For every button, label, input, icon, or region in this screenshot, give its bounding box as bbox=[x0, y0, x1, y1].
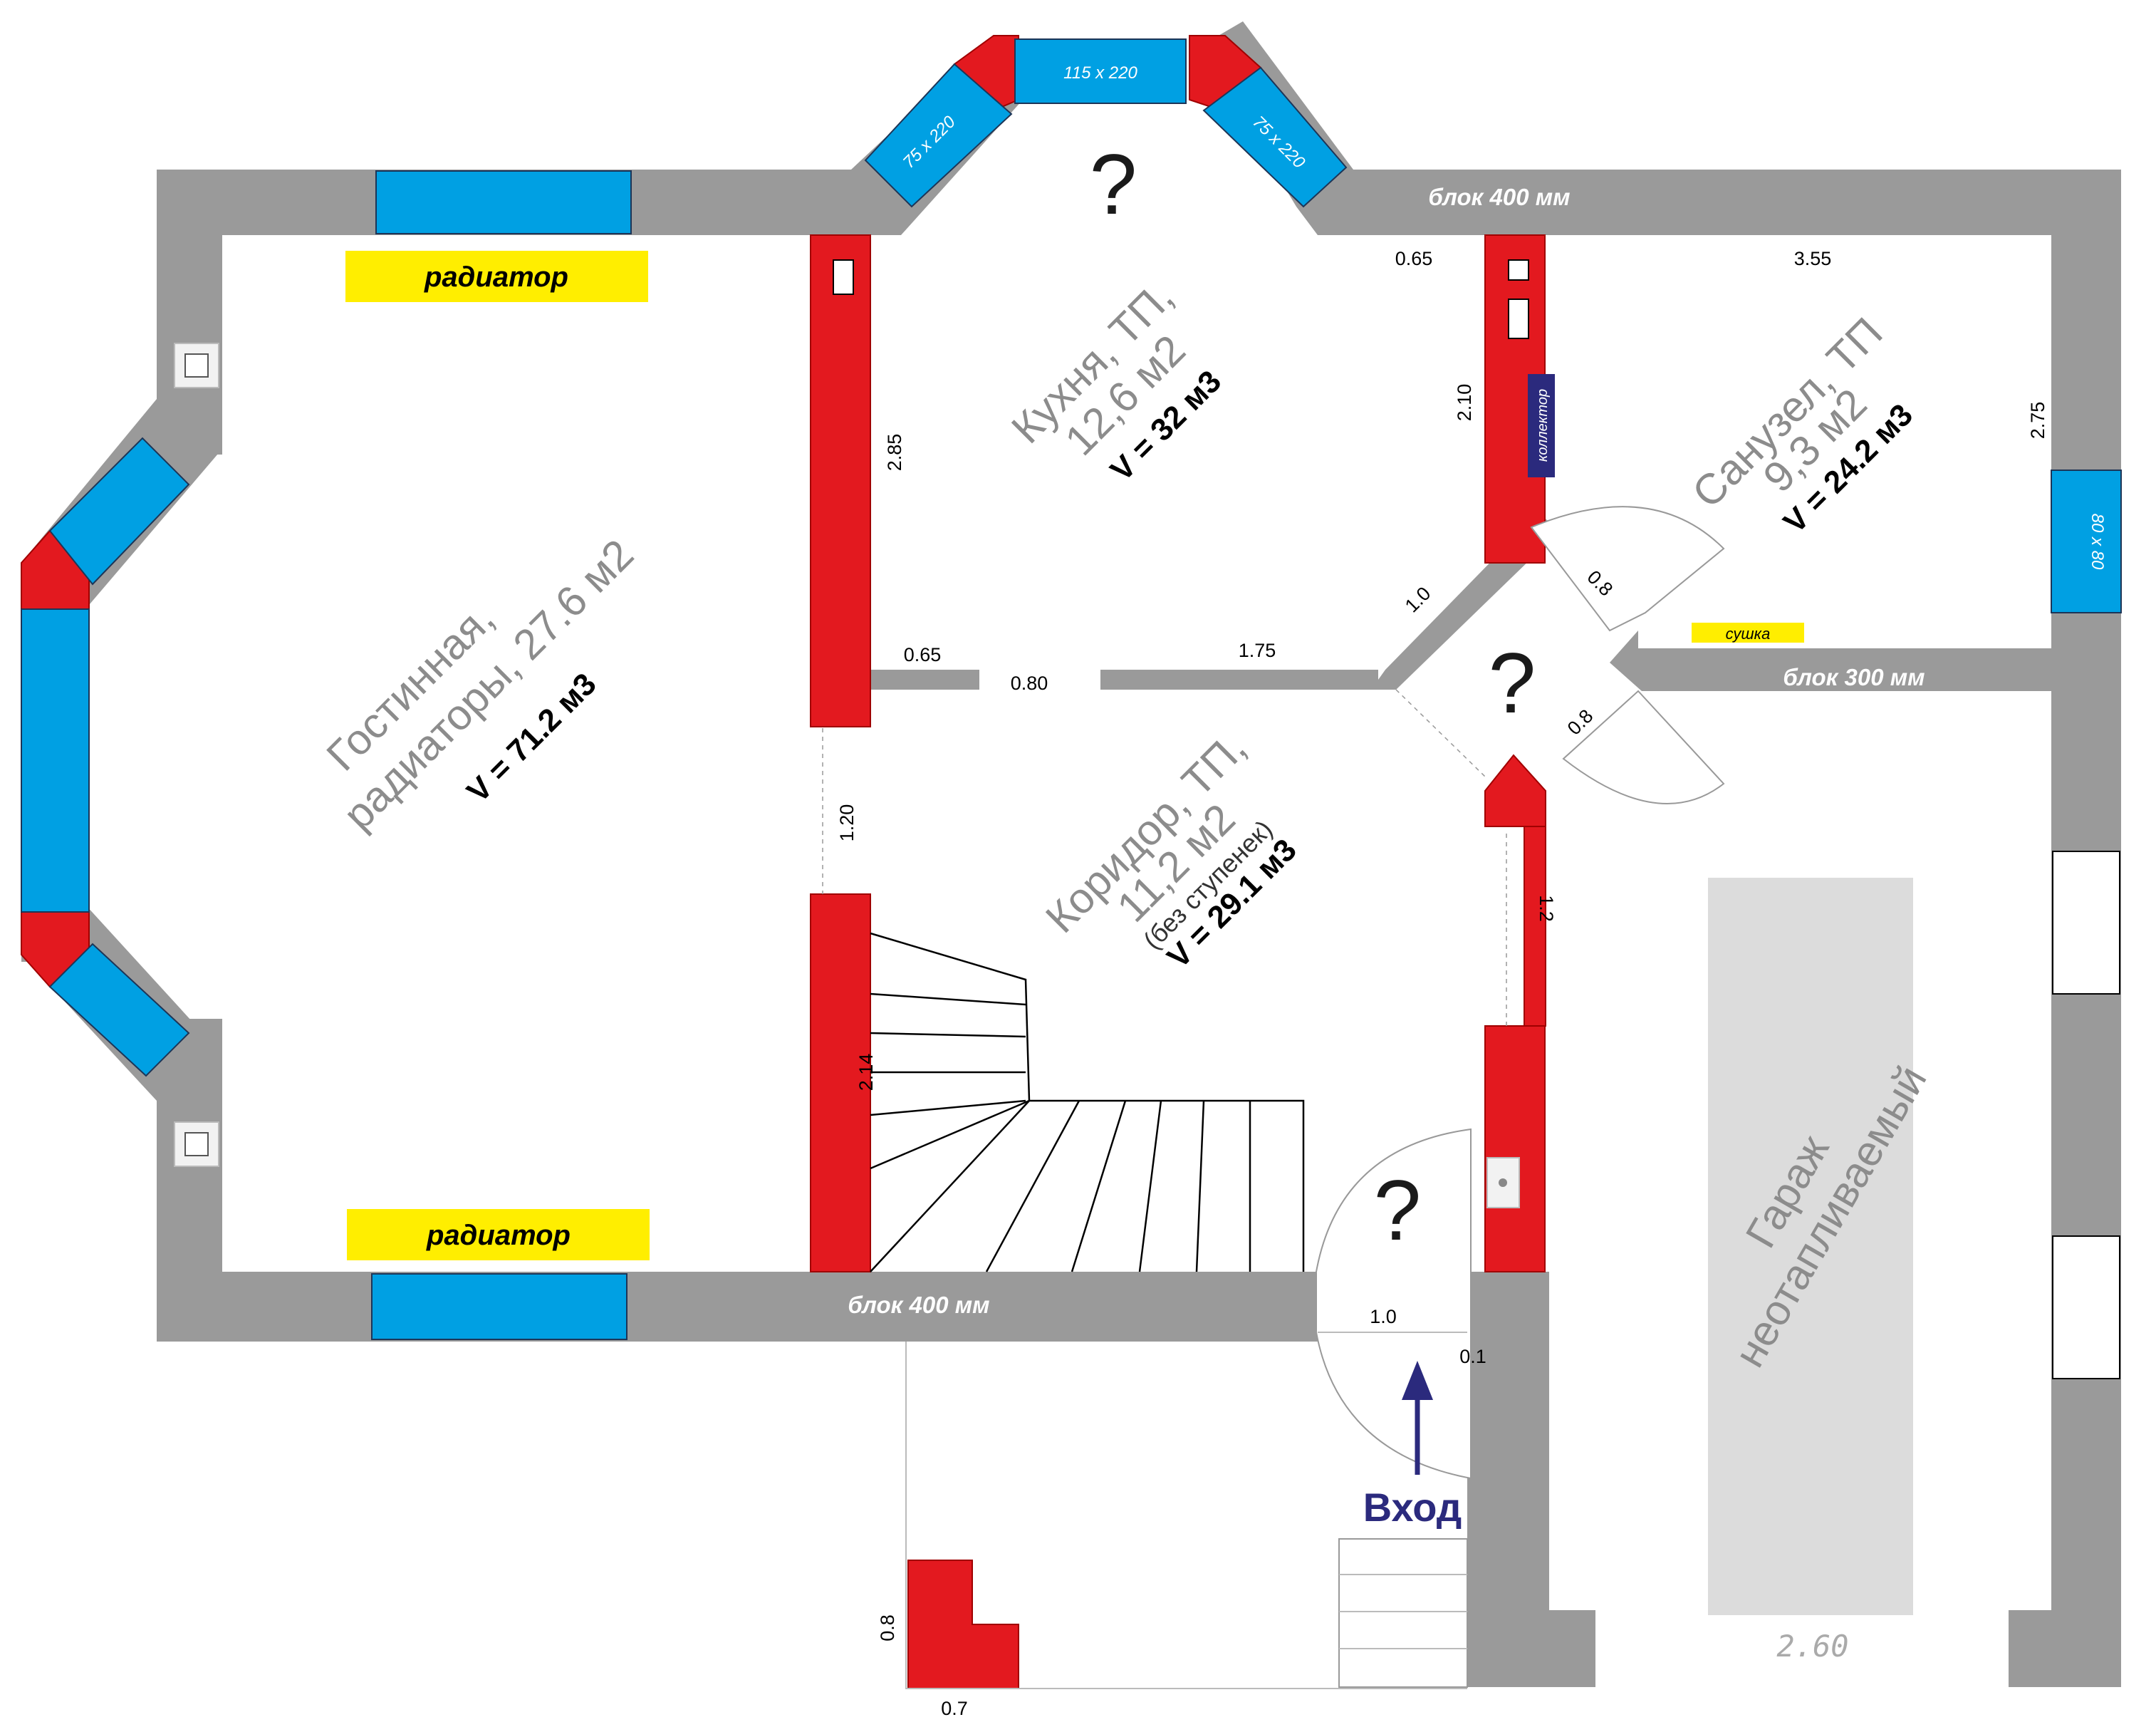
room-bathroom: Санузел, ТП 9,3 м2 V = 24.2 м3 bbox=[1683, 308, 1920, 540]
sink-icon bbox=[1486, 1157, 1520, 1208]
entrance-label: Вход bbox=[1363, 1485, 1462, 1530]
window-bay-left-lower bbox=[48, 943, 190, 1077]
dim-065-bottom: 0.65 bbox=[904, 644, 942, 665]
garage-dimension: 2.60 bbox=[1776, 1629, 1848, 1664]
brick-walls bbox=[21, 35, 1546, 1689]
brick-pillar-corridor bbox=[1484, 754, 1546, 827]
dim-355: 3.55 bbox=[1794, 248, 1832, 269]
wall-top-right bbox=[1318, 170, 2121, 235]
window-bay-left-upper bbox=[48, 437, 190, 586]
question-mark-hall: ? bbox=[1489, 636, 1536, 731]
dim-12: 1.2 bbox=[1536, 895, 1557, 922]
brick-wall-living-stairs bbox=[810, 893, 871, 1272]
doors bbox=[822, 506, 1725, 1480]
window-bay-right-diag bbox=[1202, 66, 1348, 208]
vent-hole bbox=[1508, 299, 1529, 339]
brick-wall-living-kitchen bbox=[810, 234, 871, 727]
wall-kitchen-corridor-b bbox=[1100, 670, 1378, 690]
dim-10-diag: 1.0 bbox=[1401, 583, 1435, 617]
porch-outline bbox=[905, 1342, 1467, 1689]
question-mark-kitchen: ? bbox=[1090, 137, 1137, 232]
dim-10-door: 1.0 bbox=[1370, 1306, 1397, 1327]
entrance-arrow-icon bbox=[1402, 1361, 1433, 1475]
dim-08-porch: 0.8 bbox=[877, 1614, 898, 1641]
wall-top-label: блок 400 мм bbox=[1428, 184, 1570, 210]
window-living-bottom bbox=[371, 1273, 627, 1340]
vent-hole bbox=[1508, 259, 1529, 281]
socket-icon bbox=[184, 353, 209, 378]
window-living-top bbox=[375, 170, 632, 234]
window-garage-lower bbox=[2052, 1235, 2120, 1379]
vent-hole bbox=[833, 259, 854, 295]
window-bay-left-vertical bbox=[21, 608, 90, 913]
dryer-label: сушка bbox=[1726, 625, 1771, 643]
radiator-top-label: радиатор bbox=[424, 261, 568, 293]
collector-label: коллектор bbox=[1535, 389, 1551, 462]
brick-wall-corridor-right bbox=[1524, 826, 1546, 1027]
wall-kitchen-corridor-a bbox=[855, 670, 979, 690]
dim-210: 2.10 bbox=[1454, 384, 1475, 422]
dim-065-top: 0.65 bbox=[1395, 248, 1433, 269]
dim-214: 2.14 bbox=[855, 1054, 877, 1091]
door-bathroom-lower bbox=[1562, 690, 1725, 804]
dim-07: 0.7 bbox=[941, 1698, 968, 1719]
room-corridor: Коридор, ТП, 11,2 м2 (без ступенек) V = … bbox=[1036, 723, 1303, 975]
garage-area bbox=[1708, 878, 1913, 1615]
wall-bottom bbox=[157, 1272, 1318, 1342]
windows bbox=[21, 38, 2122, 1379]
wall-porch-stub bbox=[1467, 1610, 1595, 1687]
dim-01: 0.1 bbox=[1459, 1346, 1486, 1367]
wall-garage-stub bbox=[2009, 1610, 2121, 1687]
door-bathroom-upper bbox=[1530, 506, 1725, 632]
porch-steps bbox=[1338, 1538, 1468, 1688]
window-bathroom-label: 80 x 80 bbox=[2088, 514, 2107, 570]
brick-wall-kitchen-bath bbox=[1484, 234, 1546, 564]
window-garage-upper bbox=[2052, 851, 2120, 995]
window-bay-center-label: 115 x 220 bbox=[1063, 63, 1137, 83]
collector bbox=[1528, 374, 1555, 477]
wall-bottom-label: блок 400 мм bbox=[848, 1292, 989, 1318]
dim-175: 1.75 bbox=[1239, 640, 1276, 661]
socket-icon bbox=[184, 1132, 209, 1156]
staircase bbox=[870, 932, 1468, 1689]
dim-120: 1.20 bbox=[836, 804, 858, 842]
room-kitchen: Кухня, ТП, 12,6 м2 V = 32 м3 bbox=[1002, 272, 1228, 488]
radiator-bottom-box bbox=[347, 1209, 650, 1260]
dim-080: 0.80 bbox=[1011, 673, 1048, 694]
window-bathroom bbox=[2051, 470, 2122, 613]
room-living: Гостинная, радиаторы, 27.6 м2 V = 71.2 м… bbox=[318, 530, 642, 839]
radiator-top-box bbox=[345, 251, 648, 302]
dim-285: 2.85 bbox=[884, 434, 905, 472]
radiator-bottom-label: радиатор bbox=[426, 1220, 571, 1251]
brick-bay-left-upper bbox=[21, 529, 90, 610]
question-mark-entrance: ? bbox=[1374, 1163, 1422, 1258]
sink-drain-icon bbox=[1499, 1178, 1507, 1187]
wall-left-upper bbox=[157, 170, 222, 455]
dryer bbox=[1692, 623, 1804, 643]
wall-bathroom-bottom bbox=[1610, 631, 2051, 691]
door-entrance bbox=[1316, 1128, 1472, 1480]
window-bay-left-diag bbox=[864, 63, 1013, 208]
dim-275: 2.75 bbox=[2027, 402, 2048, 440]
socket-icon bbox=[174, 343, 219, 388]
wall-bathroom-label: блок 300 мм bbox=[1783, 664, 1925, 690]
brick-wall-entrance bbox=[1484, 1025, 1546, 1272]
brick-porch-column bbox=[907, 1560, 1019, 1689]
window-bay-center bbox=[1014, 38, 1187, 104]
